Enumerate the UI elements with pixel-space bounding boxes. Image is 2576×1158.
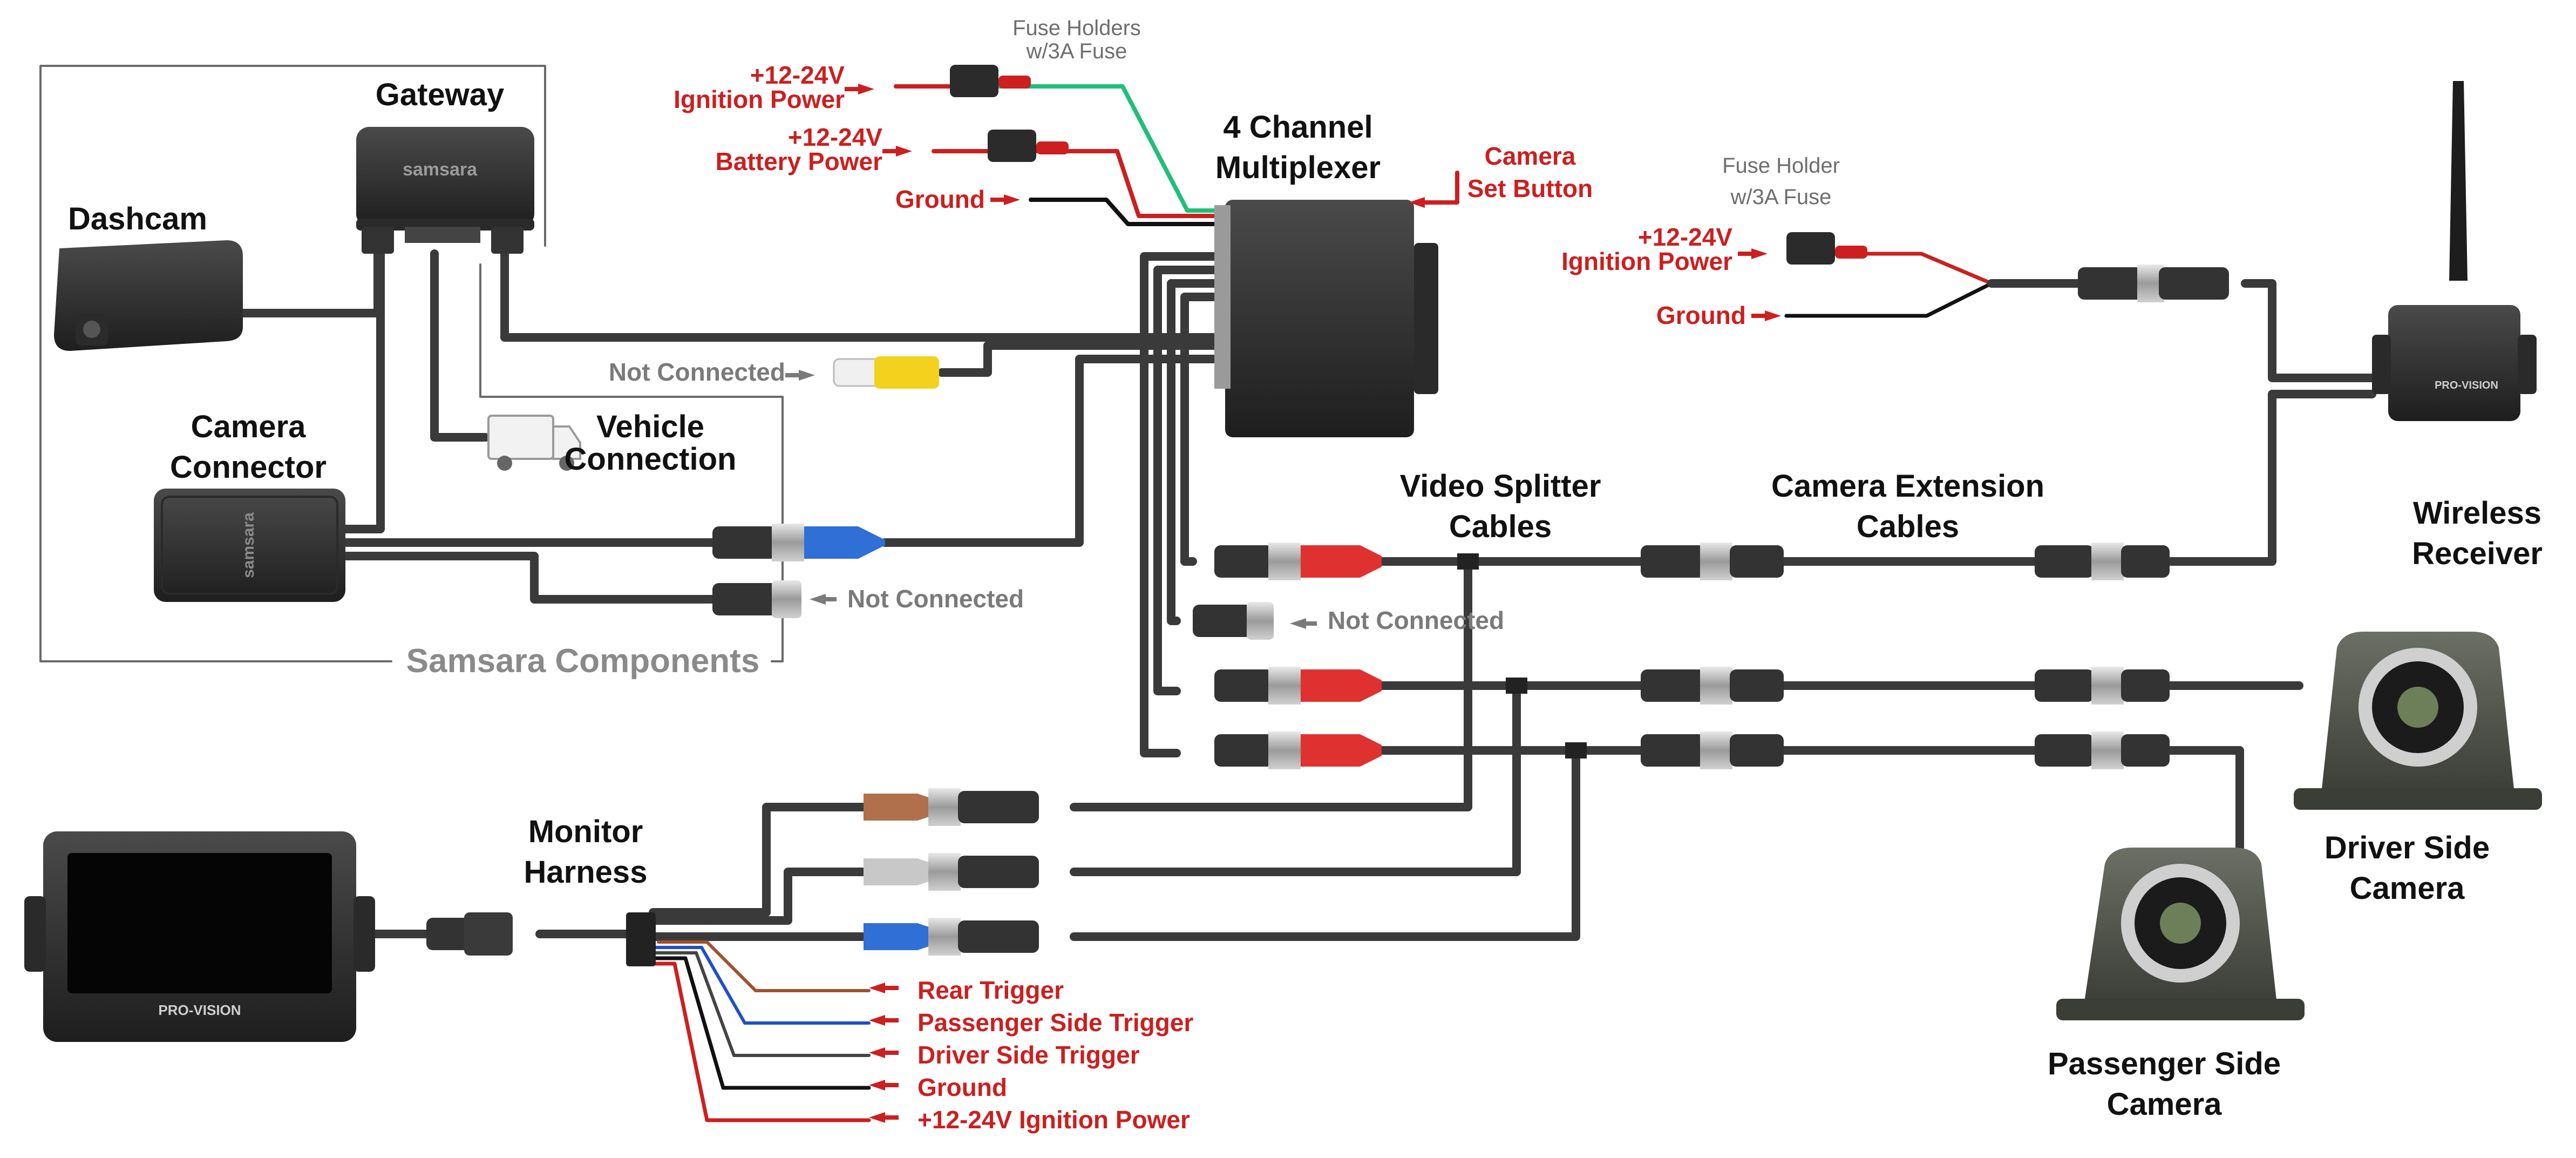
harness-connector-brown bbox=[864, 788, 1039, 826]
passenger-trigger-label: Passenger Side Trigger bbox=[917, 1008, 1193, 1037]
passenger-camera-label-line1: Passenger Side bbox=[2048, 1046, 2281, 1081]
ground-2-label: Ground bbox=[1656, 301, 1746, 329]
extension-cable-a2 bbox=[2035, 543, 2170, 580]
wireless-receiver-label-line1: Wireless bbox=[2413, 496, 2541, 531]
fuse-holder-2 bbox=[1786, 232, 1867, 265]
fuse-holder-1 bbox=[950, 65, 1031, 97]
battery-power-label-line1: +12-24V bbox=[788, 123, 883, 151]
extension-cable-b2 bbox=[2035, 667, 2170, 705]
driver-trigger-label: Driver Side Trigger bbox=[917, 1041, 1140, 1069]
video-splitter-label-line2: Cables bbox=[1449, 509, 1552, 544]
splitter-connector-1 bbox=[1214, 543, 1382, 580]
not-connected-rca-label: Not Connected bbox=[609, 358, 785, 386]
monitor-connector bbox=[426, 912, 513, 956]
multiplexer-label-line2: Multiplexer bbox=[1215, 150, 1381, 185]
harness-connector-blue bbox=[864, 918, 1039, 956]
multiplexer-device bbox=[1214, 200, 1438, 437]
camera-set-button-label-line1: Camera bbox=[1485, 142, 1576, 170]
antenna-icon bbox=[2449, 81, 2468, 281]
extension-cable-c2 bbox=[2035, 732, 2170, 769]
samsara-components-label: Samsara Components bbox=[406, 642, 760, 680]
dashcam-device bbox=[54, 240, 243, 351]
multiplexer-label-line1: 4 Channel bbox=[1223, 110, 1372, 145]
fuse-holders-label-line2: w/3A Fuse bbox=[1026, 39, 1127, 63]
wireless-receiver-label-line2: Receiver bbox=[2412, 536, 2543, 571]
dashcam-label: Dashcam bbox=[68, 201, 207, 236]
camera-set-button-label-line2: Set Button bbox=[1467, 174, 1593, 202]
gateway-label: Gateway bbox=[376, 77, 505, 112]
fuse-holder-label-line1: Fuse Holder bbox=[1722, 154, 1840, 178]
camera-extension-label-line2: Cables bbox=[1857, 509, 1959, 544]
not-connected-splitter-label: Not Connected bbox=[1328, 606, 1504, 634]
extension-cable-b1 bbox=[1641, 667, 1784, 705]
ignition-power-2-label-line1: +12-24V bbox=[1638, 223, 1733, 251]
receiver-power-connector bbox=[2078, 265, 2229, 302]
extension-cable-a1 bbox=[1641, 543, 1784, 580]
gateway-brand: samsara bbox=[403, 159, 478, 180]
rca-yellow-connector bbox=[833, 356, 939, 389]
ignition-power-2-label-line2: Ignition Power bbox=[1561, 247, 1732, 275]
not-connected-connector-label: Not Connected bbox=[847, 585, 1024, 613]
monitor-harness-label-line1: Monitor bbox=[528, 814, 643, 849]
wireless-receiver-device: PRO-VISION bbox=[2372, 81, 2537, 421]
fuse-holder-battery bbox=[988, 130, 1069, 162]
driver-camera-label-line1: Driver Side bbox=[2324, 830, 2490, 865]
camera-connector-label-line1: Camera bbox=[191, 409, 307, 444]
monitor-harness-label-line2: Harness bbox=[524, 855, 648, 890]
passenger-camera-label-line2: Camera bbox=[2107, 1087, 2222, 1122]
fuse-holder-label-line2: w/3A Fuse bbox=[1730, 185, 1832, 209]
battery-power-label-line2: Battery Power bbox=[716, 147, 882, 175]
gray-arrows bbox=[785, 370, 1317, 629]
camera-extension-label-line1: Camera Extension bbox=[1771, 469, 2044, 504]
video-splitter-label-line1: Video Splitter bbox=[1400, 469, 1601, 504]
trigger-ground-label: Ground bbox=[917, 1073, 1007, 1101]
blue-connector bbox=[712, 524, 885, 561]
arrows bbox=[845, 84, 1781, 1123]
ignition-power-label-line1: +12-24V bbox=[750, 61, 845, 89]
driver-side-camera bbox=[2294, 632, 2542, 810]
rear-trigger-label: Rear Trigger bbox=[917, 976, 1064, 1004]
ground-label: Ground bbox=[895, 185, 985, 213]
trigger-ignition-label: +12-24V Ignition Power bbox=[917, 1106, 1190, 1134]
camera-connector-device: samsara bbox=[154, 489, 345, 602]
splitter-connector-2 bbox=[1214, 667, 1382, 705]
camera-connector-label-line2: Connector bbox=[170, 450, 327, 485]
fuse-holders-label-line1: Fuse Holders bbox=[1012, 16, 1141, 40]
gateway-device: samsara bbox=[356, 127, 534, 254]
splitter-connector-not-connected bbox=[1193, 602, 1274, 640]
ignition-power-label-line2: Ignition Power bbox=[674, 85, 845, 113]
splitter-connectors bbox=[1193, 543, 1587, 769]
labels: Gateway Dashcam Camera Connector Vehicle… bbox=[68, 16, 2543, 1134]
vehicle-connection-label-line1: Vehicle bbox=[596, 409, 704, 444]
monitor-brand: PRO-VISION bbox=[158, 1002, 241, 1018]
not-connected-connector bbox=[712, 580, 801, 618]
harness-connectors bbox=[426, 788, 1039, 966]
connector-brand: samsara bbox=[240, 512, 257, 578]
driver-camera-label-line2: Camera bbox=[2350, 871, 2465, 906]
passenger-side-camera bbox=[2056, 848, 2305, 1020]
extension-cable-c1 bbox=[1641, 732, 1784, 769]
splitter-connector-3 bbox=[1214, 732, 1382, 769]
receiver-brand: PRO-VISION bbox=[2435, 380, 2498, 391]
samsara-components-outline bbox=[39, 65, 784, 662]
vehicle-connection-label-line2: Connection bbox=[565, 442, 737, 477]
truck-icon bbox=[487, 415, 581, 471]
extension-connectors bbox=[1641, 265, 2229, 769]
harness-connector-gray bbox=[864, 853, 1039, 891]
monitor-device: PRO-VISION bbox=[24, 831, 375, 1042]
